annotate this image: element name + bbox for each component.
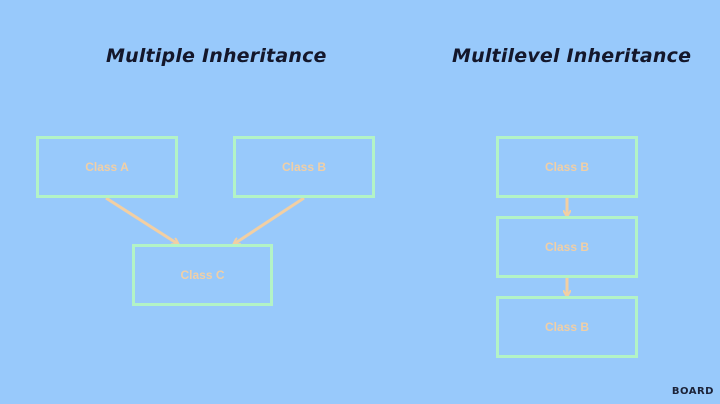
class-b-box: Class B xyxy=(233,136,375,198)
multilevel-box-3-label: Class B xyxy=(544,320,590,334)
multilevel-box-1-label: Class B xyxy=(544,160,590,174)
arrow-b-to-c xyxy=(234,196,305,244)
multilevel-box-2-label: Class B xyxy=(544,240,590,254)
class-c-label: Class C xyxy=(180,268,225,282)
class-a-label: Class A xyxy=(85,160,129,174)
class-a-box: Class A xyxy=(36,136,178,198)
board-logo: BOARD xyxy=(671,386,714,397)
class-c-box: Class C xyxy=(132,244,273,306)
multiple-inheritance-title: Multiple Inheritance xyxy=(106,45,327,67)
multilevel-box-2: Class B xyxy=(496,216,638,278)
multilevel-inheritance-title: Multilevel Inheritance xyxy=(452,45,692,67)
class-b-label: Class B xyxy=(281,160,327,174)
multilevel-box-1: Class B xyxy=(496,136,638,198)
multilevel-box-3: Class B xyxy=(496,296,638,358)
arrow-a-to-c xyxy=(105,196,178,244)
